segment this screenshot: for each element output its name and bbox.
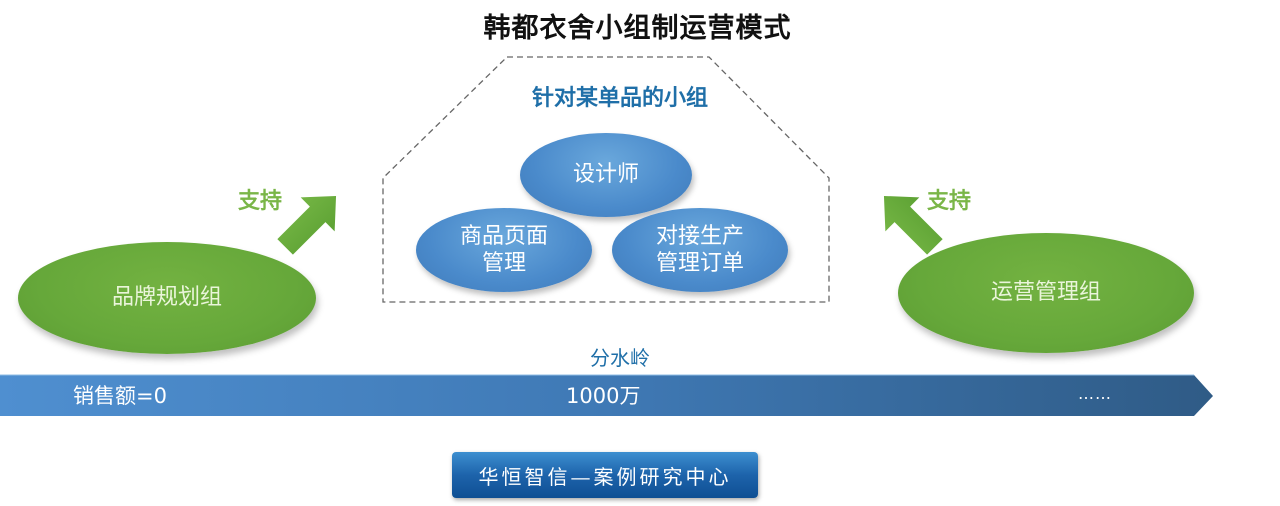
watershed-label: 分水岭 — [590, 346, 650, 370]
brand-planning-group-label: 品牌规划组 — [111, 285, 222, 311]
source-badge-text: 华恒智信—案例研究中心 — [478, 464, 732, 489]
member-production-orders: 对接生产 管理订单 — [612, 208, 788, 292]
brand-planning-group: 品牌规划组 — [18, 242, 316, 354]
timeline-mid-label: 1000万 — [566, 384, 641, 408]
member-designer-label: 设计师 — [572, 162, 639, 188]
member-production-orders-line2: 管理订单 — [655, 251, 744, 276]
support-arrow-right-icon — [883, 195, 943, 255]
sales-timeline-bar — [0, 375, 1213, 416]
operations-management-group-label: 运营管理组 — [990, 280, 1101, 306]
member-product-page-line1: 商品页面 — [459, 223, 548, 249]
support-arrow-left-icon — [277, 195, 337, 255]
support-label-right: 支持 — [927, 189, 972, 214]
source-badge: 华恒智信—案例研究中心 — [452, 452, 758, 498]
diagram-title-text: 韩都衣舍小组制运营模式 — [483, 13, 792, 44]
timeline-end-ellipsis: …… — [1078, 384, 1112, 403]
member-product-page-line2: 管理 — [481, 251, 526, 276]
diagram-title: 韩都衣舍小组制运营模式 — [0, 6, 1280, 45]
operations-management-group: 运营管理组 — [898, 233, 1194, 353]
support-label-left: 支持 — [238, 189, 283, 214]
member-product-page: 商品页面 管理 — [416, 208, 592, 292]
team-boundary-dashed — [382, 56, 830, 303]
member-production-orders-line1: 对接生产 — [655, 223, 744, 249]
team-title: 针对某单品的小组 — [531, 86, 708, 111]
member-designer: 设计师 — [520, 133, 692, 217]
timeline-start-label: 销售额=0 — [73, 384, 167, 408]
